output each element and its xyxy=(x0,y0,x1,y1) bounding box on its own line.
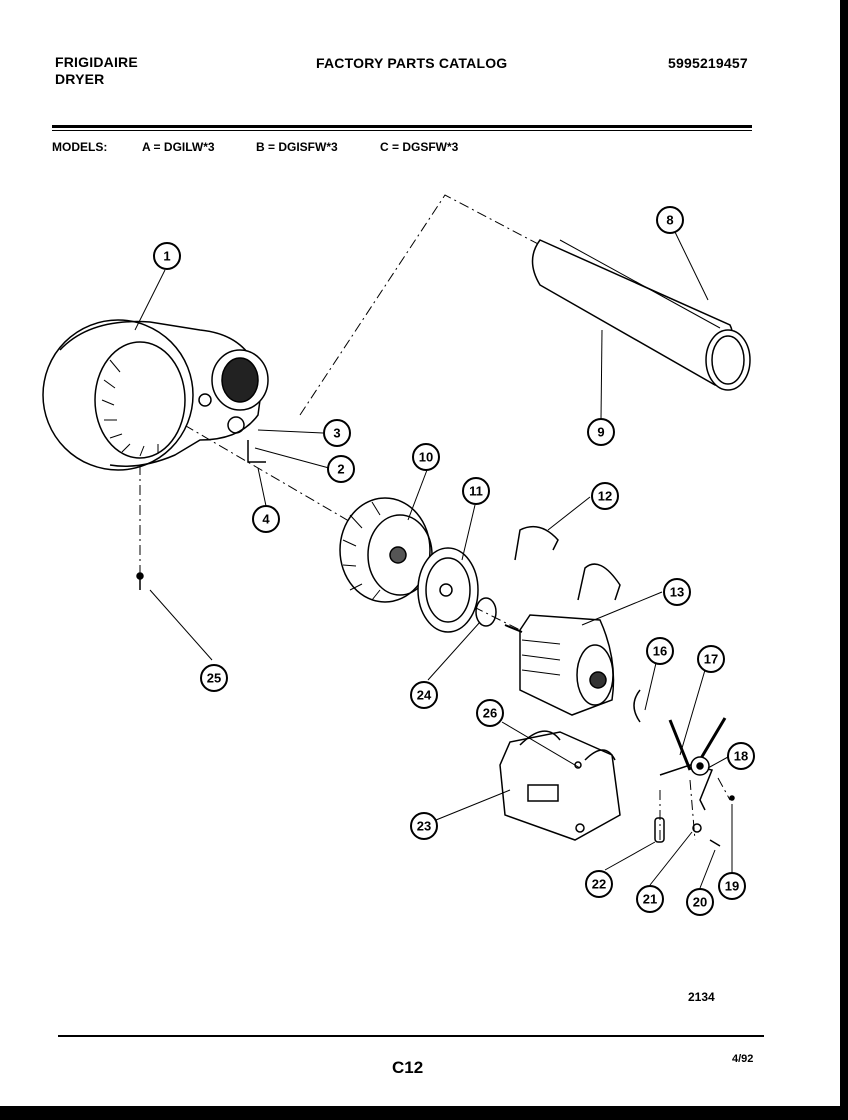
callout-label: 21 xyxy=(643,892,657,907)
catalog-number: 5995219457 xyxy=(668,55,748,71)
callout-label: 13 xyxy=(670,585,684,600)
callout-label: 2 xyxy=(337,462,344,477)
leader-lines xyxy=(134,231,733,889)
model-b: B = DGISFW*3 xyxy=(256,140,338,154)
callout-label: 12 xyxy=(598,489,612,504)
brand-block: FRIGIDAIRE DRYER xyxy=(55,54,138,88)
small-clamp-parts xyxy=(198,393,266,463)
callout-11: 11 xyxy=(462,477,490,505)
publication-date: 4/92 xyxy=(732,1053,754,1065)
footer-rule xyxy=(58,1035,764,1037)
callout-13: 13 xyxy=(663,578,691,606)
page-id: C12 xyxy=(392,1058,424,1077)
callout-label: 20 xyxy=(693,895,707,910)
callout-17: 17 xyxy=(697,645,725,673)
callout-label: 1 xyxy=(163,249,170,264)
callout-label: 3 xyxy=(333,426,340,441)
callout-23: 23 xyxy=(410,812,438,840)
callout-label: 16 xyxy=(653,644,667,659)
callout-label: 25 xyxy=(207,671,221,686)
header-rule xyxy=(52,125,752,128)
callout-19: 19 xyxy=(718,872,746,900)
callout-label: 26 xyxy=(483,706,497,721)
callout-1: 1 xyxy=(153,242,181,270)
callout-9: 9 xyxy=(587,418,615,446)
scan-edge-bottom xyxy=(0,1106,848,1120)
model-a: A = DGILW*3 xyxy=(142,140,215,154)
callout-25: 25 xyxy=(200,664,228,692)
callout-label: 23 xyxy=(417,819,431,834)
callout-label: 11 xyxy=(469,484,483,499)
callout-label: 22 xyxy=(592,877,606,892)
callout-20: 20 xyxy=(686,888,714,916)
idler-hardware xyxy=(654,795,735,847)
callout-24: 24 xyxy=(410,681,438,709)
scan-edge-right xyxy=(840,0,848,1106)
idler-assembly xyxy=(659,717,727,811)
callout-label: 4 xyxy=(262,512,270,527)
motor-clamps xyxy=(514,525,621,601)
callout-22: 22 xyxy=(585,870,613,898)
callout-2: 2 xyxy=(327,455,355,483)
model-c: C = DGSFW*3 xyxy=(380,140,459,154)
callout-3: 3 xyxy=(323,419,351,447)
brand-name: FRIGIDAIRE xyxy=(55,54,138,70)
callout-label: 19 xyxy=(725,879,739,894)
callout-label: 10 xyxy=(419,450,433,465)
catalog-title: FACTORY PARTS CATALOG xyxy=(316,55,508,71)
callout-label: 24 xyxy=(417,688,432,703)
blower-wheel xyxy=(339,497,433,603)
callout-label: 8 xyxy=(666,213,673,228)
product-type: DRYER xyxy=(55,71,105,87)
callout-21: 21 xyxy=(636,885,664,913)
exhaust-duct xyxy=(531,239,751,391)
motor-mount xyxy=(499,730,621,841)
blower-housing xyxy=(42,319,269,471)
callout-label: 17 xyxy=(704,652,718,667)
drive-motor xyxy=(504,614,615,716)
callout-10: 10 xyxy=(412,443,440,471)
callout-label: 9 xyxy=(597,425,604,440)
callout-26: 26 xyxy=(476,699,504,727)
retaining-ring xyxy=(475,597,497,627)
callout-12: 12 xyxy=(591,482,619,510)
callout-label: 18 xyxy=(734,749,748,764)
diagram-code: 2134 xyxy=(688,990,715,1004)
models-label: MODELS: xyxy=(52,140,108,154)
callout-18: 18 xyxy=(727,742,755,770)
callout-4: 4 xyxy=(252,505,280,533)
callout-8: 8 xyxy=(656,206,684,234)
motor-spring xyxy=(633,689,641,723)
callout-16: 16 xyxy=(646,637,674,665)
mounting-screw xyxy=(136,572,144,590)
header-rule-thin xyxy=(52,130,752,131)
front-seal xyxy=(417,547,479,633)
